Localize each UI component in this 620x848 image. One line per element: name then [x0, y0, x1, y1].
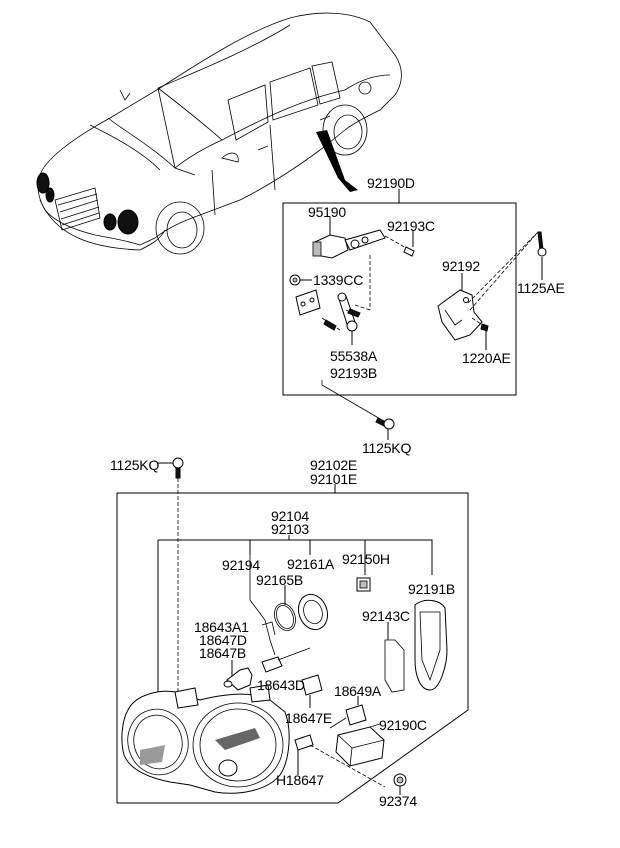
label-92161A: 92161A — [287, 556, 335, 572]
bolt-1125AE — [537, 231, 547, 280]
label-92104: 92104 — [271, 508, 309, 524]
label-92165B: 92165B — [256, 572, 304, 588]
label-92190D: 92190D — [367, 175, 415, 191]
label-1220AE: 1220AE — [462, 350, 511, 366]
label-18649A: 18649A — [334, 683, 382, 699]
label-92143C: 92143C — [362, 608, 410, 624]
label-92102E: 92102E — [310, 457, 358, 473]
leveling-group-box — [282, 189, 539, 421]
label-55538A: 55538A — [330, 348, 378, 364]
label-18647B: 18647B — [199, 645, 247, 661]
label-92191B: 92191B — [408, 581, 456, 597]
label-92374: 92374 — [379, 793, 417, 809]
bolt-1125KQ-upper — [375, 417, 395, 440]
label-92194: 92194 — [222, 557, 260, 573]
label-18643D: 18643D — [257, 677, 305, 693]
label-18643A1: 18643A1 — [194, 619, 249, 635]
headlamp-group-box — [116, 457, 469, 804]
label-95190: 95190 — [308, 204, 346, 220]
label-1339CC: 1339CC — [313, 272, 364, 288]
label-92101E: 92101E — [310, 471, 358, 487]
label-92190C: 92190C — [379, 717, 427, 733]
headlamp-housing — [121, 684, 290, 794]
label-92192: 92192 — [442, 258, 480, 274]
label-92150H: 92150H — [342, 551, 390, 567]
car-illustration — [36, 12, 402, 255]
label-18647E: 18647E — [285, 710, 333, 726]
label-92103: 92103 — [271, 521, 309, 537]
label-18647D: 18647D — [199, 632, 247, 648]
label-92193C: 92193C — [387, 218, 435, 234]
label-1125AE: 1125AE — [517, 280, 565, 296]
label-1125KQ-upper: 1125KQ — [362, 440, 412, 456]
label-H18647: H18647 — [276, 772, 324, 788]
label-1125KQ-left: 1125KQ — [110, 457, 160, 473]
label-92193B: 92193B — [330, 365, 378, 381]
